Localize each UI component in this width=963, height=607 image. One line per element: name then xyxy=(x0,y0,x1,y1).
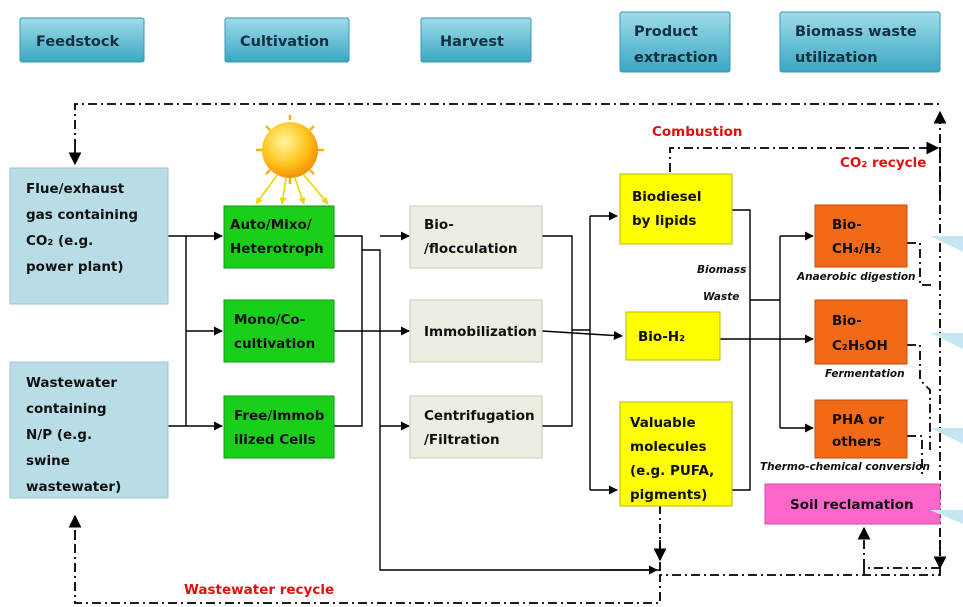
mono-co-box: Mono/Co- cultivation xyxy=(223,299,335,363)
stage-harvest-label: Harvest xyxy=(440,34,504,50)
bio-ch4-box: Bio- CH₄/H₂ xyxy=(814,204,908,268)
wastewater-line-5: wastewater) xyxy=(26,479,121,495)
biodiesel-box: Biodiesel by lipids xyxy=(619,173,733,245)
stage-biomass-line-2: utilization xyxy=(795,50,878,66)
valuable-line-4: pigments) xyxy=(630,487,707,503)
stage-cultivation-label: Cultivation xyxy=(240,34,329,50)
wastewater-line-4: swine xyxy=(26,453,70,469)
wastewater-recycle-label: Wastewater recycle xyxy=(184,582,334,598)
stage-product-line-1: Product xyxy=(634,24,698,40)
stage-cultivation: Cultivation xyxy=(224,17,350,63)
bottom-recycle-line xyxy=(74,530,941,604)
centrifugation-line-1: Centrifugation xyxy=(424,408,535,424)
stage-feedstock: Feedstock xyxy=(19,17,145,63)
stage-product-extraction: Product extraction xyxy=(619,11,731,73)
auto-line-1: Auto/Mixo/ xyxy=(230,217,312,233)
bio-h2-label: Bio-H₂ xyxy=(638,329,685,345)
immobilization-label: Immobilization xyxy=(424,324,537,340)
free-line-1: Free/Immob xyxy=(234,408,325,424)
bypass-line xyxy=(362,249,660,571)
flue-line-3: CO₂ (e.g. xyxy=(26,233,93,249)
immobilization-box: Immobilization xyxy=(409,299,543,363)
valuable-line-3: (e.g. PUFA, xyxy=(630,463,714,479)
waste-label: Waste xyxy=(703,291,739,303)
fermentation-label: Fermentation xyxy=(825,368,905,380)
stage-biomass-waste: Biomass waste utilization xyxy=(779,11,941,73)
anaerobic-digestion-label: Anaerobic digestion xyxy=(796,271,916,283)
flue-gas-box: Flue/exhaust gas containing CO₂ (e.g. po… xyxy=(9,167,169,305)
bio-line-2: /flocculation xyxy=(424,241,518,257)
ch4-recycle-connector xyxy=(907,242,935,286)
valuable-line-2: molecules xyxy=(630,439,707,455)
decorative-wedges xyxy=(930,236,963,524)
top-recycle-line xyxy=(74,103,940,148)
co2-recycle-label: CO₂ recycle xyxy=(840,155,926,171)
biomass-waste-collector xyxy=(732,209,751,491)
auto-mixo-box: Auto/Mixo/ Heterotroph xyxy=(223,205,335,269)
bio-flocculation-box: Bio- /flocculation xyxy=(409,205,543,269)
valuable-line-1: Valuable xyxy=(630,415,696,431)
stage-biomass-line-1: Biomass waste xyxy=(795,24,917,40)
bio-h2-box: Bio-H₂ xyxy=(625,311,721,361)
mono-line-2: cultivation xyxy=(234,336,315,352)
arrow-to-bioh2 xyxy=(541,330,623,340)
flue-out-line xyxy=(168,235,187,426)
free-immob-box: Free/Immob ilized Cells xyxy=(223,395,335,459)
biodiesel-line-1: Biodiesel xyxy=(632,189,701,205)
wastewater-line-2: containing xyxy=(26,401,107,417)
ch4-line-2: CH₄/H₂ xyxy=(832,241,881,257)
bio-line-1: Bio- xyxy=(424,217,454,233)
ethanol-recycle-connector xyxy=(907,344,931,450)
combustion-line xyxy=(669,147,900,172)
pha-box: PHA or others xyxy=(814,399,908,459)
harvest-collector xyxy=(542,235,573,427)
mono-line-1: Mono/Co- xyxy=(234,312,305,328)
sun-icon xyxy=(255,115,329,205)
wastewater-line-3: N/P (e.g. xyxy=(26,427,92,443)
biodiesel-line-2: by lipids xyxy=(632,213,696,229)
centrifugation-line-2: /Filtration xyxy=(424,432,500,448)
soil-reclamation-box: Soil reclamation xyxy=(764,483,941,525)
thermo-chemical-label: Thermo-chemical conversion xyxy=(760,461,930,473)
valuable-molecules-box: Valuable molecules (e.g. PUFA, pigments) xyxy=(619,401,733,507)
biomass-label: Biomass xyxy=(697,264,746,276)
ethanol-line-2: C₂H₅OH xyxy=(832,338,888,354)
centrifugation-box: Centrifugation /Filtration xyxy=(409,395,543,459)
pha-line-2: others xyxy=(832,434,881,450)
soil-connector xyxy=(863,567,940,575)
stage-feedstock-label: Feedstock xyxy=(36,34,119,50)
flue-line-4: power plant) xyxy=(26,259,124,275)
soil-label: Soil reclamation xyxy=(790,497,914,513)
pha-recycle-connector xyxy=(907,435,923,475)
ethanol-line-1: Bio- xyxy=(832,313,862,329)
ch4-line-1: Bio- xyxy=(832,217,862,233)
wastewater-box: Wastewater containing N/P (e.g. swine wa… xyxy=(9,361,169,499)
stage-product-line-2: extraction xyxy=(634,50,718,66)
stage-harvest: Harvest xyxy=(420,17,532,63)
flue-line-2: gas containing xyxy=(26,207,138,223)
bio-ethanol-box: Bio- C₂H₅OH xyxy=(814,299,908,365)
auto-line-2: Heterotroph xyxy=(230,241,324,257)
free-line-2: ilized Cells xyxy=(234,432,316,448)
flue-line-1: Flue/exhaust xyxy=(26,181,125,197)
combustion-label: Combustion xyxy=(652,124,743,140)
wastewater-line-1: Wastewater xyxy=(26,375,117,391)
pha-line-1: PHA or xyxy=(832,412,885,428)
